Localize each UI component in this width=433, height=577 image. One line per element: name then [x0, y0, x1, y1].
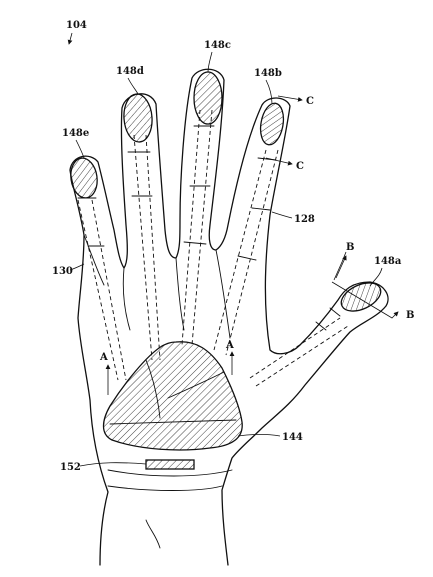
label-128: 128	[294, 214, 315, 225]
nail-ring	[123, 93, 153, 143]
wrist-band-lines	[107, 469, 233, 491]
section-c-top-label: C	[306, 96, 314, 107]
label-148d: 148d	[116, 66, 144, 77]
wrist-wrinkle	[145, 519, 161, 549]
label-148c: 148c	[204, 40, 231, 51]
section-a-left-label: A	[99, 352, 108, 363]
section-c-bottom-label: C	[296, 161, 304, 172]
label-148a: 148a	[374, 256, 402, 267]
nail-middle	[193, 71, 223, 125]
palm-pad-inner-lines	[109, 359, 237, 425]
label-148e: 148e	[62, 128, 89, 139]
wrist-sensor	[145, 459, 195, 470]
section-b-top-arrow	[335, 255, 347, 279]
section-a-right-label: A	[225, 340, 234, 351]
label-148b: 148b	[254, 68, 282, 79]
finger-wire-paths	[77, 109, 349, 387]
hand-outline	[69, 68, 389, 566]
section-b-top-label: B	[346, 242, 354, 253]
section-c-top-line	[277, 95, 303, 102]
finger-crease-lines	[83, 234, 231, 339]
nail-thumb	[340, 282, 382, 312]
figure-ref-arrow	[67, 32, 73, 45]
label-152: 152	[60, 462, 81, 473]
label-130: 130	[52, 266, 73, 277]
nail-index	[259, 102, 285, 146]
section-c-bottom-line	[265, 157, 293, 166]
label-144: 144	[282, 432, 303, 443]
nail-pinky	[70, 157, 98, 199]
figure-ref-label: 104	[66, 20, 87, 31]
section-b-bottom-label: B	[406, 310, 414, 321]
